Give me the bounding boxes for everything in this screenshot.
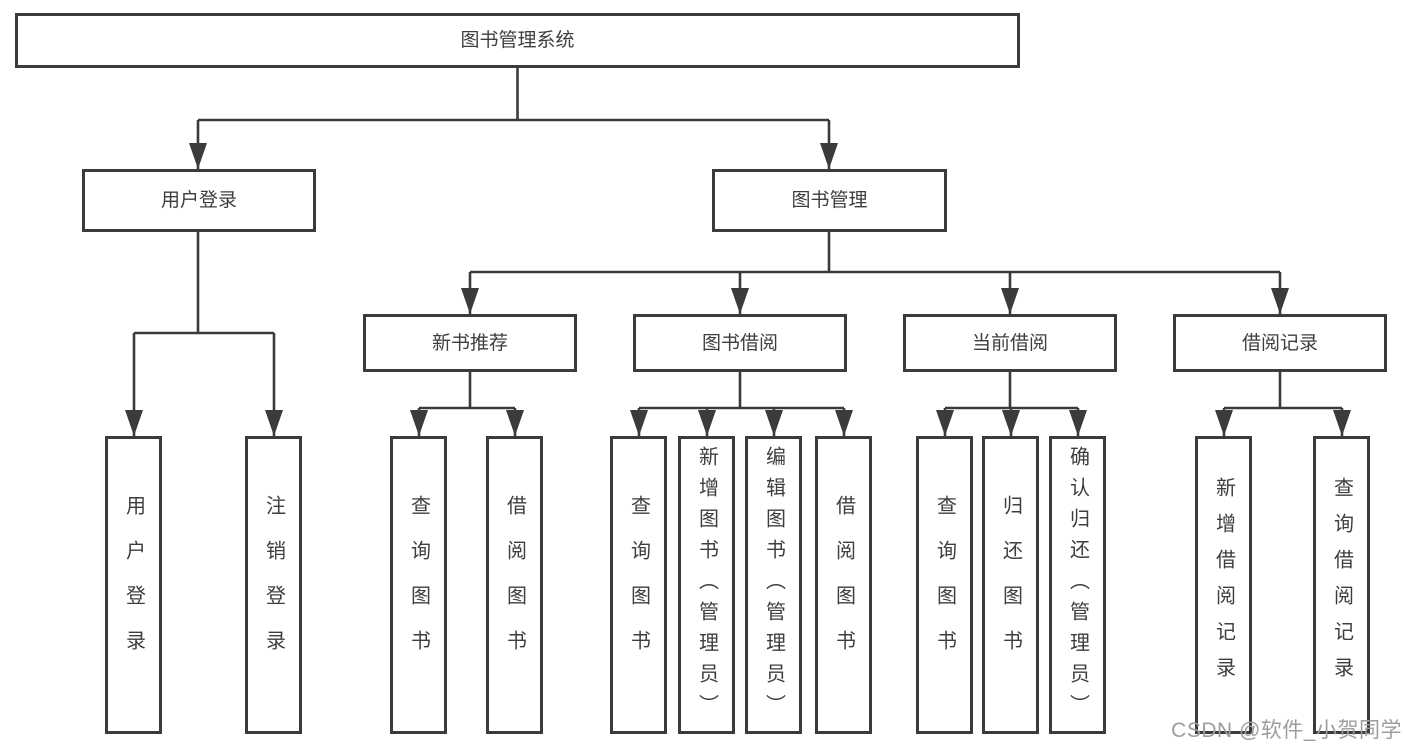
- node-label: 查询图书: [933, 495, 956, 675]
- node-label: 借阅图书: [832, 495, 855, 675]
- node-new-book-recommend: 新书推荐: [363, 314, 577, 372]
- arrowhead-icon: [731, 288, 749, 314]
- node-label: 归还图书: [999, 495, 1022, 675]
- leaf-query-books-3: 查询图书: [916, 436, 973, 734]
- arrowhead-icon: [1002, 410, 1020, 436]
- arrowhead-icon: [1001, 288, 1019, 314]
- arrowhead-icon: [189, 143, 207, 169]
- node-label: 图书管理系统: [460, 30, 575, 51]
- arrowhead-icon: [265, 410, 283, 436]
- arrowhead-icon: [765, 410, 783, 436]
- leaf-add-book-admin: 新增图书（管理员）: [678, 436, 735, 734]
- arrowhead-icon: [125, 410, 143, 436]
- node-borrow-records: 借阅记录: [1173, 314, 1387, 372]
- node-label: 查询图书: [407, 495, 430, 675]
- node-label: 借阅图书: [503, 495, 526, 675]
- node-label: 当前借阅: [971, 332, 1048, 354]
- leaf-query-books-2: 查询图书: [610, 436, 667, 734]
- watermark: CSDN @软件_小贺同学: [1171, 719, 1402, 742]
- node-label: 编辑图书（管理员）: [762, 445, 785, 725]
- leaf-confirm-return-admin: 确认归还（管理员）: [1049, 436, 1106, 734]
- node-label: 图书借阅: [701, 332, 778, 354]
- node-label: 借阅记录: [1241, 332, 1318, 354]
- node-label: 新增借阅记录: [1212, 477, 1235, 693]
- arrowhead-icon: [630, 410, 648, 436]
- arrowhead-icon: [461, 288, 479, 314]
- leaf-query-books: 查询图书: [390, 436, 447, 734]
- node-label: 用户登录: [122, 495, 145, 675]
- node-library-system: 图书管理系统: [15, 13, 1020, 68]
- arrowhead-icon: [410, 410, 428, 436]
- arrowhead-icon: [1271, 288, 1289, 314]
- node-label: 注销登录: [262, 495, 285, 675]
- node-label: 确认归还（管理员）: [1066, 445, 1089, 725]
- node-label: 查询借阅记录: [1330, 477, 1353, 693]
- connector-current-borrow: [936, 372, 1087, 436]
- leaf-borrow-books-2: 借阅图书: [815, 436, 872, 734]
- leaf-return-book: 归还图书: [982, 436, 1039, 734]
- leaf-query-borrow-record: 查询借阅记录: [1313, 436, 1370, 734]
- connector-root-to-level2: [189, 68, 838, 169]
- node-book-management: 图书管理: [712, 169, 947, 232]
- leaf-add-borrow-record: 新增借阅记录: [1195, 436, 1252, 734]
- node-current-borrow: 当前借阅: [903, 314, 1117, 372]
- node-user-login: 用户登录: [82, 169, 316, 232]
- connector-user-login-to-leaves: [125, 232, 283, 436]
- arrowhead-icon: [835, 410, 853, 436]
- node-label: 新增图书（管理员）: [695, 445, 718, 725]
- connector-new-book-recommend: [410, 372, 524, 436]
- connector-book-mgmt-to-sections: [461, 232, 1289, 314]
- connector-borrow-records: [1215, 372, 1351, 436]
- node-book-borrow: 图书借阅: [633, 314, 847, 372]
- arrowhead-icon: [506, 410, 524, 436]
- connector-book-borrow: [630, 372, 853, 436]
- arrowhead-icon: [820, 143, 838, 169]
- node-label: 图书管理: [791, 190, 868, 211]
- arrowhead-icon: [936, 410, 954, 436]
- node-label: 查询图书: [627, 495, 650, 675]
- leaf-logout: 注销登录: [245, 436, 302, 734]
- arrowhead-icon: [1333, 410, 1351, 436]
- node-label: 用户登录: [160, 190, 237, 211]
- leaf-user-login: 用户登录: [105, 436, 162, 734]
- leaf-borrow-books: 借阅图书: [486, 436, 543, 734]
- arrowhead-icon: [698, 410, 716, 436]
- leaf-edit-book-admin: 编辑图书（管理员）: [745, 436, 802, 734]
- arrowhead-icon: [1215, 410, 1233, 436]
- arrowhead-icon: [1069, 410, 1087, 436]
- node-label: 新书推荐: [431, 332, 508, 354]
